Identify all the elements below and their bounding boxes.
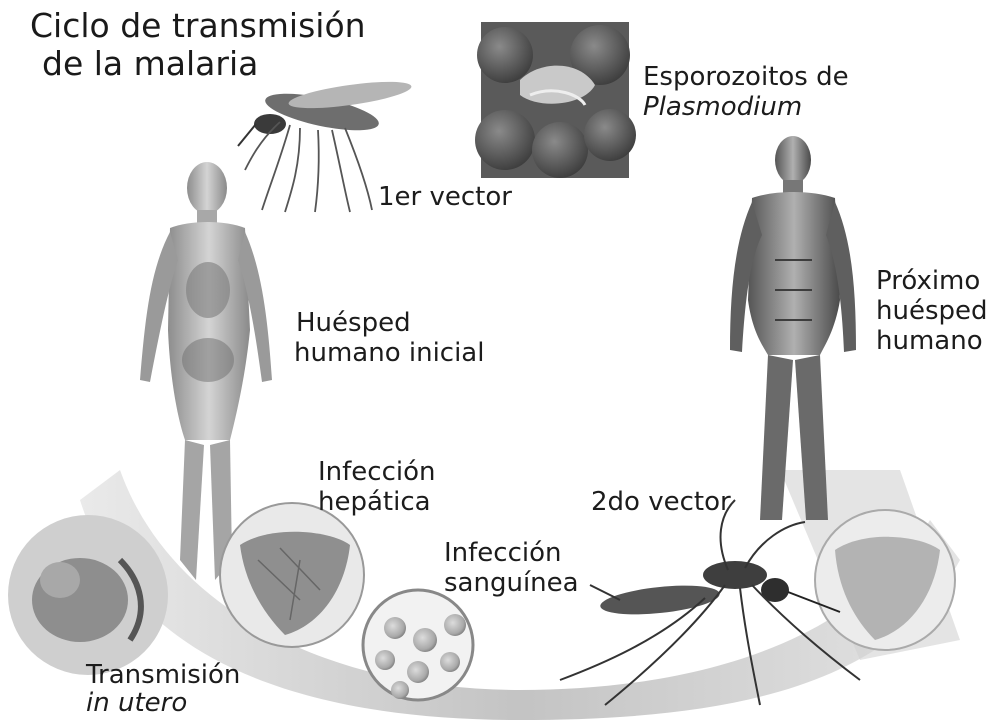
diagram-title-line1: Ciclo de transmisión	[30, 8, 366, 44]
sporozoites-label-line2: Plasmodium	[643, 92, 802, 122]
next-host-label-line1: Próximo	[876, 266, 980, 296]
liver-infection-label-line1: Infección	[318, 457, 436, 487]
second-vector-label: 2do vector	[591, 487, 731, 517]
next-host-figure	[730, 136, 856, 520]
diagram-title-line2: de la malaria	[42, 46, 258, 82]
liver-illustration	[220, 503, 364, 647]
red-blood-cells-illustration	[363, 590, 473, 700]
transmission-label-line1: Transmisión	[86, 660, 240, 690]
sporozoites-label-line1: Esporozoitos de	[643, 62, 849, 92]
initial-host-label-line2: humano inicial	[294, 338, 484, 368]
liver-infection-label-line2: hepática	[318, 487, 431, 517]
blood-infection-label-line2: sanguínea	[444, 568, 579, 598]
transmission-label-line2: in utero	[86, 688, 187, 718]
sporozoites-micrograph	[475, 22, 636, 178]
next-host-label-line3: humano	[876, 326, 983, 356]
initial-host-label-line1: Huésped	[296, 308, 411, 338]
fetus-illustration	[8, 515, 168, 675]
liver-illustration-right	[815, 510, 955, 650]
blood-infection-label-line1: Infección	[444, 538, 562, 568]
first-vector-label: 1er vector	[378, 182, 512, 212]
next-host-label-line2: huésped	[876, 296, 988, 326]
